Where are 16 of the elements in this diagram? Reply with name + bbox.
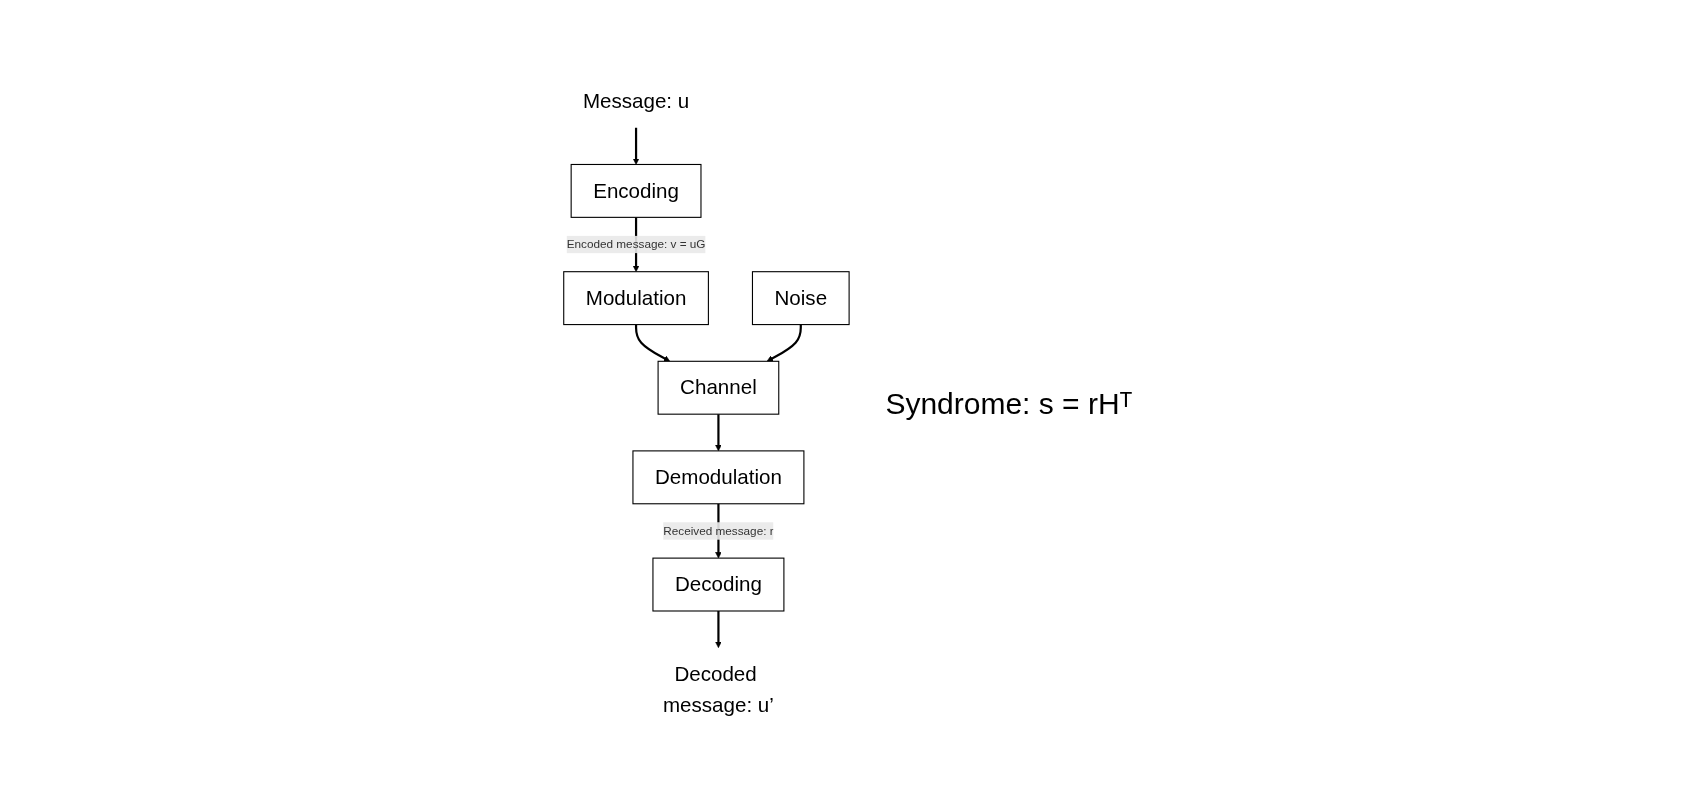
node-box: Decoding [652, 557, 785, 612]
node-box: Modulation [563, 271, 710, 326]
node-box: Noise [752, 271, 851, 326]
edge-label: Encoded message: v = uG [567, 238, 706, 251]
node-text: Message: u [583, 89, 690, 113]
node-box: Encoding [571, 164, 702, 219]
node-box: Channel [657, 361, 780, 416]
node-text: Decoded message: u’ [663, 662, 775, 717]
arrow [715, 611, 723, 649]
arrow [715, 414, 723, 452]
arrow [635, 324, 671, 362]
arrow [767, 324, 803, 362]
node-box: Demodulation [632, 450, 805, 505]
edge-label: Received message: r [663, 524, 774, 538]
arrow [633, 128, 640, 166]
annotation-text: Syndrome: s = rHᵀ [885, 386, 1133, 421]
